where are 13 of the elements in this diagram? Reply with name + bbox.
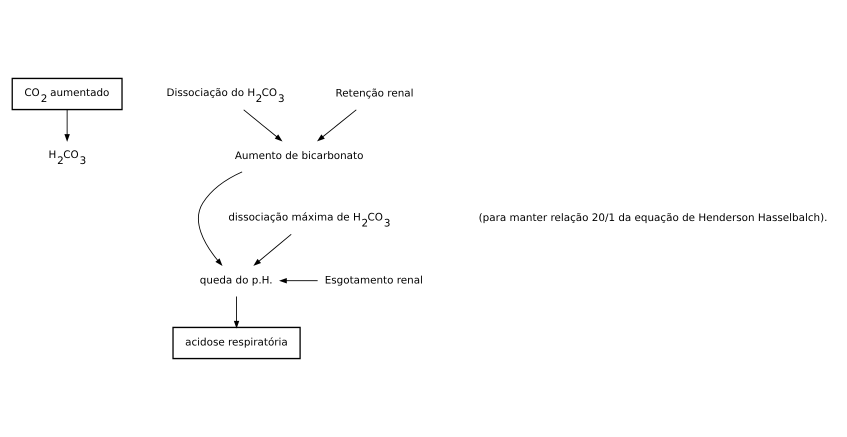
node-text: Esgotamento renal	[324, 274, 423, 286]
node-text: Retenção renal	[336, 88, 414, 100]
arrow	[317, 109, 357, 142]
arrow	[198, 171, 243, 266]
node-box: acidose respiratória	[172, 326, 301, 360]
arrow	[243, 109, 283, 142]
arrow	[64, 109, 70, 142]
node-text: queda do p.H.	[200, 274, 273, 286]
node-text: Aumento de bicarbonato	[234, 150, 364, 162]
label: (para manter relação 20/1 da equação de Henderson Hasselbalch).	[478, 212, 828, 224]
arrow	[234, 296, 240, 329]
arrow	[253, 234, 292, 266]
arrow	[279, 278, 318, 284]
